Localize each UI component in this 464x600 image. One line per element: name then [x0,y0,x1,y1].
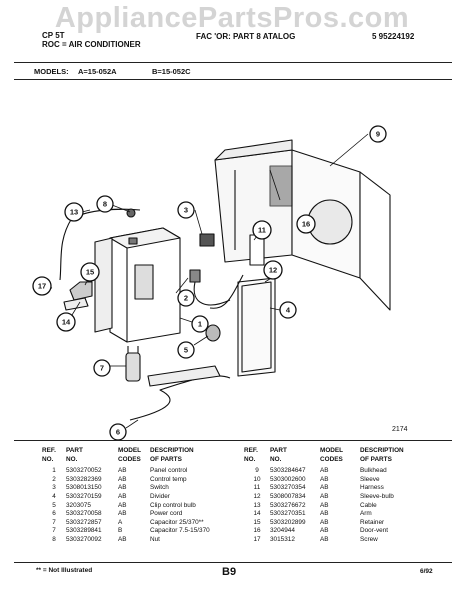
svg-text:2: 2 [184,294,188,303]
callout-4: 4 [279,301,297,319]
footer-rule [14,562,452,563]
clip-control-bulb-part [205,324,221,342]
table-rule [14,440,452,441]
header-rule-top [14,62,452,63]
svg-text:15: 15 [86,268,94,277]
callout-2: 2 [177,289,195,307]
svg-text:8: 8 [103,200,107,209]
svg-text:5: 5 [184,346,188,355]
callout-11: 11 [252,220,272,240]
svg-text:11: 11 [258,226,266,235]
header-ref: REF.NO. [42,447,56,463]
retainer-part [69,281,93,301]
callout-1: 1 [191,315,209,333]
callout-6: 6 [109,423,127,440]
svg-text:1: 1 [198,320,202,329]
svg-text:9: 9 [376,130,380,139]
divider-part [237,277,276,377]
control-temp-part [189,269,201,283]
callout-13: 13 [64,202,84,222]
callout-9: 9 [369,125,387,143]
switch-part [199,233,215,247]
svg-text:4: 4 [286,306,291,315]
svg-text:14: 14 [62,318,71,327]
callout-8: 8 [96,195,114,213]
watermark: AppliancePartsPros.com [54,2,410,34]
header-catalog-title: FAC 'OR: PART 8 ATALOG [196,32,296,41]
footer-date: 6/92 [420,568,433,575]
bulkhead-part [214,139,391,311]
callout-5: 5 [177,341,195,359]
power-cord-part [129,375,231,421]
callout-12: 12 [263,260,283,280]
model-a: A=15-052A [78,67,117,76]
svg-text:13: 13 [70,208,78,217]
svg-text:17: 17 [38,282,46,291]
header-line2-left: ROC = AIR CONDITIONER [42,40,141,49]
page-number: B9 [222,566,237,578]
svg-text:12: 12 [269,266,277,275]
svg-text:16: 16 [302,220,310,229]
figure-number: 2174 [392,426,408,433]
callout-14: 14 [56,312,76,332]
callout-16: 16 [296,214,316,234]
header-line1-left: CP 5T [42,31,65,40]
model-b: B=15-052C [152,67,191,76]
header-catalog-number: 5 95224192 [372,32,415,41]
svg-text:3: 3 [184,206,188,215]
callout-17: 17 [32,276,52,296]
exploded-parts-diagram: 8 3 9 16 11 12 4 13 15 17 14 2 1 5 7 6 [32,125,391,440]
nut-part [126,208,136,218]
svg-text:6: 6 [116,428,120,437]
control-panel-part [94,227,181,343]
callout-15: 15 [80,262,100,282]
callout-3: 3 [177,201,195,219]
capacitor-part [125,352,141,382]
models-label: MODELS: [34,67,69,76]
arm-part [63,297,89,311]
sleeve-bulb-part [209,274,244,309]
header-rule-bottom [14,79,452,80]
callout-7: 7 [93,359,111,377]
footer-note: ** = Not Illustrated [36,567,93,574]
svg-text:7: 7 [100,364,104,373]
header-ref: REF.NO. [244,447,258,463]
